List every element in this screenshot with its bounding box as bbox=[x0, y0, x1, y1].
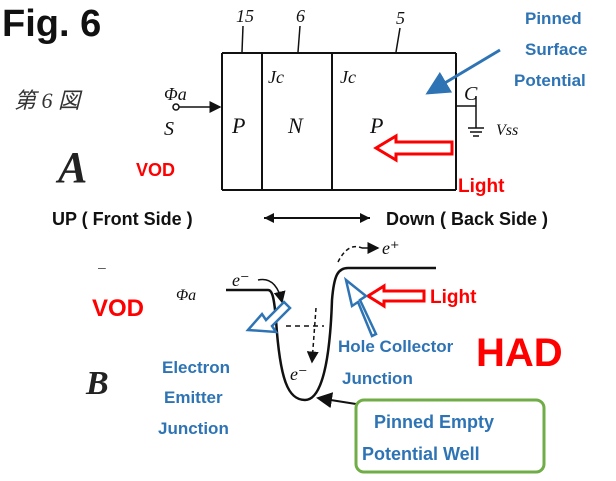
ref-numeral-5: 5 bbox=[396, 8, 405, 28]
device-structure bbox=[221, 52, 457, 191]
electron-emitter-line-3: Junction bbox=[158, 419, 229, 438]
junction-label-2: Jc bbox=[340, 67, 356, 87]
junction-label-1: Jc bbox=[268, 67, 284, 87]
ground-symbol bbox=[468, 127, 484, 137]
light-label-b: Light bbox=[430, 287, 477, 308]
phi-a-band-label: Φa bbox=[176, 287, 196, 304]
direction-arrow-left-head bbox=[264, 213, 274, 223]
vod-label-a: VOD bbox=[136, 160, 175, 180]
phi-a-terminal-label: Φa bbox=[164, 84, 187, 104]
hole-collector-line-1: Hole Collector bbox=[338, 337, 454, 356]
s-terminal-label: S bbox=[164, 118, 174, 140]
hole-escape-path bbox=[337, 245, 363, 263]
pinned-surface-line-2: Surface bbox=[525, 40, 587, 59]
pinned-surface-line-3: Potential bbox=[514, 71, 586, 90]
panel-b-label: B bbox=[85, 365, 109, 402]
region-p-left: P bbox=[231, 113, 245, 138]
ref-numeral-6: 6 bbox=[296, 6, 305, 26]
ref-leader-6 bbox=[297, 25, 301, 53]
electron-label-1: e⁻ bbox=[232, 270, 250, 290]
direction-arrow-right-head bbox=[360, 213, 370, 223]
light-arrow-a bbox=[373, 133, 454, 163]
electron-emitter-arrow bbox=[245, 300, 292, 334]
dash-mark: – bbox=[98, 259, 106, 275]
electron-emission-arrow bbox=[257, 278, 286, 304]
pinned-well-box bbox=[354, 398, 546, 474]
electron-drift-arrow bbox=[306, 307, 319, 364]
ref-numeral-15: 15 bbox=[236, 6, 254, 26]
light-label-a: Light bbox=[458, 176, 505, 197]
vss-label: Vss bbox=[496, 122, 518, 139]
pinned-surface-arrow bbox=[425, 48, 501, 95]
panel-a-label: A bbox=[55, 143, 87, 192]
figure-title: Fig. 6 bbox=[2, 3, 101, 45]
hole-collector-arrow bbox=[343, 276, 378, 338]
pinned-surface-line-1: Pinned bbox=[525, 9, 582, 28]
region-n: N bbox=[287, 113, 304, 138]
direction-front-label: UP ( Front Side ) bbox=[52, 209, 193, 229]
ref-label-c: C bbox=[464, 83, 478, 105]
ref-leader-5 bbox=[395, 27, 401, 53]
vod-label-b: VOD bbox=[92, 295, 144, 322]
potential-band-curve bbox=[226, 266, 436, 402]
hole-label: e⁺ bbox=[382, 238, 400, 258]
electron-emitter-line-1: Electron bbox=[162, 358, 230, 377]
light-arrow-b bbox=[365, 283, 426, 309]
pinned-well-line-1: Pinned Empty bbox=[374, 412, 494, 432]
pinned-well-line-2: Potential Well bbox=[362, 444, 480, 464]
japanese-figure-label: 第 6 図 bbox=[14, 88, 83, 113]
direction-back-label: Down ( Back Side ) bbox=[386, 209, 548, 229]
terminal-node bbox=[172, 103, 180, 111]
electron-label-2: e⁻ bbox=[290, 364, 308, 384]
ref-leader-15 bbox=[241, 25, 244, 53]
region-p-right: P bbox=[369, 113, 383, 138]
pinned-well-arrow bbox=[316, 392, 357, 409]
electron-emitter-line-2: Emitter bbox=[164, 388, 223, 407]
had-label: HAD bbox=[476, 331, 563, 375]
hole-collector-line-2: Junction bbox=[342, 369, 413, 388]
